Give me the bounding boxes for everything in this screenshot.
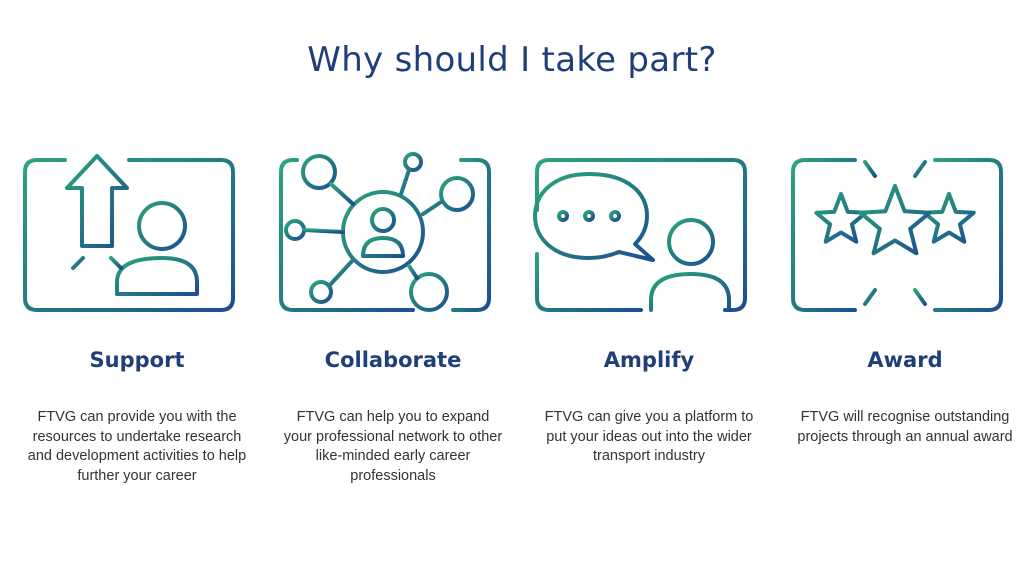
card-title-support: Support xyxy=(89,348,185,372)
card-collaborate: Collaborate FTVG can help you to expand … xyxy=(273,150,513,550)
network-person-icon xyxy=(279,152,491,312)
arrow-up-person-icon xyxy=(23,154,235,312)
card-description-award: FTVG will recognise outstanding projects… xyxy=(797,409,1013,445)
card-title-award: Award xyxy=(867,348,943,372)
card-title-amplify: Amplify xyxy=(603,348,695,372)
three-stars-icon xyxy=(791,152,1003,312)
benefits-section: Support FTVG can provide you with the re… xyxy=(0,150,1024,550)
card-description-amplify: FTVG can give you a platform to put your… xyxy=(544,409,754,464)
card-description-collaborate: FTVG can help you to expand your profess… xyxy=(283,409,503,484)
card-support: Support FTVG can provide you with the re… xyxy=(17,150,257,550)
speech-bubble-person-icon xyxy=(533,158,747,312)
card-title-collaborate: Collaborate xyxy=(324,348,462,372)
card-amplify: Amplify FTVG can give you a platform to … xyxy=(529,150,769,550)
card-description-support: FTVG can provide you with the resources … xyxy=(27,409,247,484)
page-title: Why should I take part? xyxy=(307,40,717,80)
card-award: Award FTVG will recognise outstanding pr… xyxy=(785,150,1024,550)
